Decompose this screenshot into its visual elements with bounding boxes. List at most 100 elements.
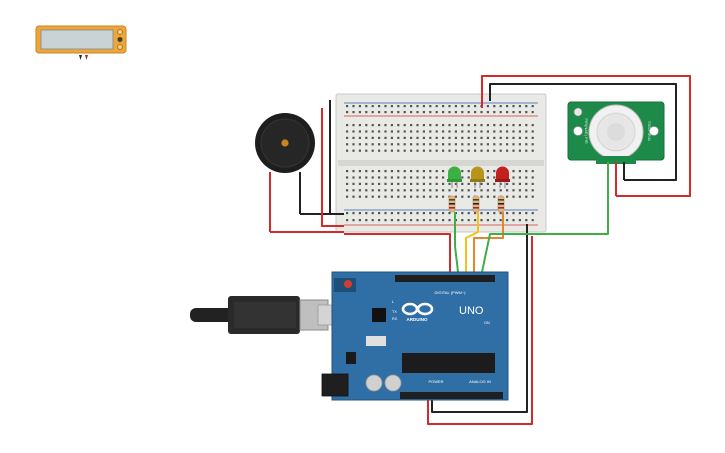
arduino-brand-text: ARDUINO [407,317,428,322]
breadboard-hole [442,219,445,222]
breadboard-hole [499,212,502,215]
breadboard-hole [525,105,528,108]
breadboard-hole [486,136,489,139]
breadboard-hole [506,219,509,222]
breadboard-hole [442,149,445,152]
breadboard-hole [525,130,528,133]
breadboard-hole [442,105,445,108]
breadboard-hole [365,182,368,185]
breadboard-hole [422,143,425,146]
breadboard-hole [403,111,406,114]
breadboard-hole [384,170,387,173]
arduino-uno[interactable]: ARDUINO UNO DIGITAL (PWM~) ANALOG IN POW… [321,271,509,401]
breadboard-hole [467,136,470,139]
breadboard-hole [422,195,425,198]
breadboard-hole [493,182,496,185]
breadboard-hole [378,189,381,192]
breadboard-hole [435,111,438,114]
breadboard-hole [486,219,489,222]
breadboard-hole [461,105,464,108]
breadboard-hole [422,189,425,192]
breadboard-hole [448,124,451,127]
breadboard-hole [442,124,445,127]
breadboard-hole [352,124,355,127]
breadboard-hole [518,136,521,139]
breadboard-hole [480,143,483,146]
power-rail-holes [346,219,534,222]
yellow-led[interactable] [470,166,485,189]
pir-sensor[interactable]: PIR(NAE) PIR TSS-PIR41 [567,101,665,196]
breadboard-hole [416,182,419,185]
breadboard-hole [531,189,534,192]
breadboard-hole [365,105,368,108]
piezo-buzzer-icon[interactable] [255,113,315,232]
breadboard-hole [480,136,483,139]
resistor-3[interactable] [497,195,505,213]
breadboard-hole [416,136,419,139]
breadboard[interactable] [335,93,547,233]
wires [270,75,691,425]
breadboard-hole [461,111,464,114]
breadboard-hole [346,219,349,222]
breadboard-hole [531,219,534,222]
breadboard-hole [422,176,425,179]
breadboard-hole [403,219,406,222]
breadboard-hole [410,219,413,222]
breadboard-hole [506,136,509,139]
arduino-logo-icon [401,302,434,316]
breadboard-hole [403,124,406,127]
resistor-2[interactable] [472,195,480,213]
breadboard-hole [422,170,425,173]
breadboard-hole [461,212,464,215]
breadboard-hole [390,149,393,152]
breadboard-hole [448,143,451,146]
breadboard-hole [397,195,400,198]
breadboard-hole [371,105,374,108]
breadboard-hole [486,130,489,133]
breadboard-hole [416,149,419,152]
resistor-1[interactable] [448,195,456,213]
breadboard-hole [403,189,406,192]
breadboard-hole [486,124,489,127]
breadboard-hole [499,111,502,114]
green-led[interactable] [447,166,462,189]
wire-green-pin2 [481,233,536,273]
breadboard-hole [390,170,393,173]
red-led[interactable] [495,166,510,189]
breadboard-hole [467,105,470,108]
breadboard-hole [384,124,387,127]
breadboard-hole [448,105,451,108]
digital-label: DIGITAL (PWM~) [435,290,467,295]
breadboard-hole [358,130,361,133]
breadboard-hole [474,105,477,108]
usb-cable-icon[interactable] [190,296,335,334]
breadboard-hole [384,136,387,139]
wire-black-pir-gnd [489,83,677,181]
breadboard-hole [461,182,464,185]
breadboard-hole [461,219,464,222]
breadboard-hole [531,143,534,146]
breadboard-hole [416,176,419,179]
breadboard-hole [486,105,489,108]
terminal-strip-holes [346,124,534,152]
power-rail-holes [346,212,534,215]
breadboard-hole [467,176,470,179]
power-rail-holes [346,111,534,114]
breadboard-hole [435,170,438,173]
breadboard-hole [384,130,387,133]
multimeter-icon[interactable] [35,25,127,60]
breadboard-hole [403,170,406,173]
breadboard-hole [422,182,425,185]
breadboard-hole [384,212,387,215]
breadboard-hole [358,111,361,114]
breadboard-hole [525,182,528,185]
breadboard-hole [429,195,432,198]
breadboard-hole [422,212,425,215]
breadboard-hole [512,182,515,185]
breadboard-hole [531,130,534,133]
breadboard-hole [371,111,374,114]
breadboard-hole [410,149,413,152]
breadboard-hole [416,130,419,133]
breadboard-hole [429,130,432,133]
